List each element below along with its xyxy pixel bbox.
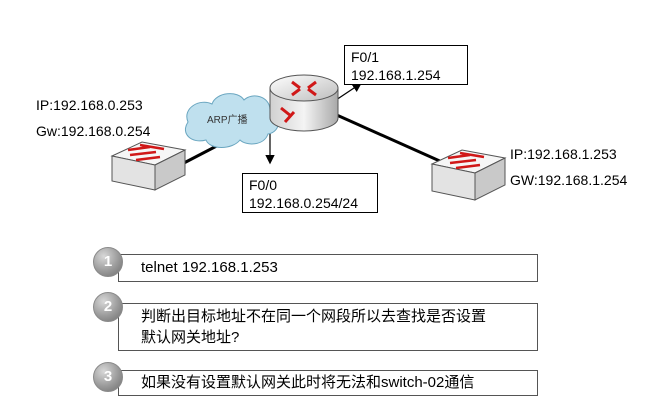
right-switch-gateway: GW:192.168.1.254 <box>510 172 628 188</box>
step-3-badge: 3 <box>93 362 123 392</box>
step-1-box: telnet 192.168.1.253 <box>118 254 538 282</box>
router-f00-iface: F0/0 <box>249 177 278 193</box>
step-1-text: telnet 192.168.1.253 <box>141 259 278 276</box>
router-f01-ip: 192.168.1.254 <box>351 67 441 83</box>
arp-cloud-label: ARP广播 <box>207 115 248 126</box>
router-f01-callout: F0/1 192.168.1.254 <box>344 45 468 85</box>
router-f00-callout: F0/0 192.168.0.254/24 <box>242 173 378 213</box>
link-router-right-switch <box>329 110 443 164</box>
step-3-text: 如果没有设置默认网关此时将无法和switch-02通信 <box>141 374 475 391</box>
step-2-line1: 判断出目标地址不在同一个网段所以去查找是否设置 <box>141 308 487 325</box>
left-switch-gateway: Gw:192.168.0.254 <box>36 123 151 139</box>
step-2-line2: 默认网关地址? <box>141 329 240 346</box>
router-icon <box>269 74 339 132</box>
step-2-badge: 2 <box>93 292 123 322</box>
left-switch-ip: IP:192.168.0.253 <box>36 97 143 113</box>
step-2-box: 判断出目标地址不在同一个网段所以去查找是否设置 默认网关地址? <box>118 303 538 351</box>
right-switch-icon <box>430 149 507 201</box>
right-switch-ip: IP:192.168.1.253 <box>510 146 617 162</box>
step-1-badge: 1 <box>93 247 123 277</box>
step-3-box: 如果没有设置默认网关此时将无法和switch-02通信 <box>118 370 538 396</box>
router-f00-ip: 192.168.0.254/24 <box>249 195 358 211</box>
router-f01-iface: F0/1 <box>351 49 380 65</box>
pointer-arrow-f01 <box>335 82 362 101</box>
left-switch-icon <box>110 141 187 191</box>
